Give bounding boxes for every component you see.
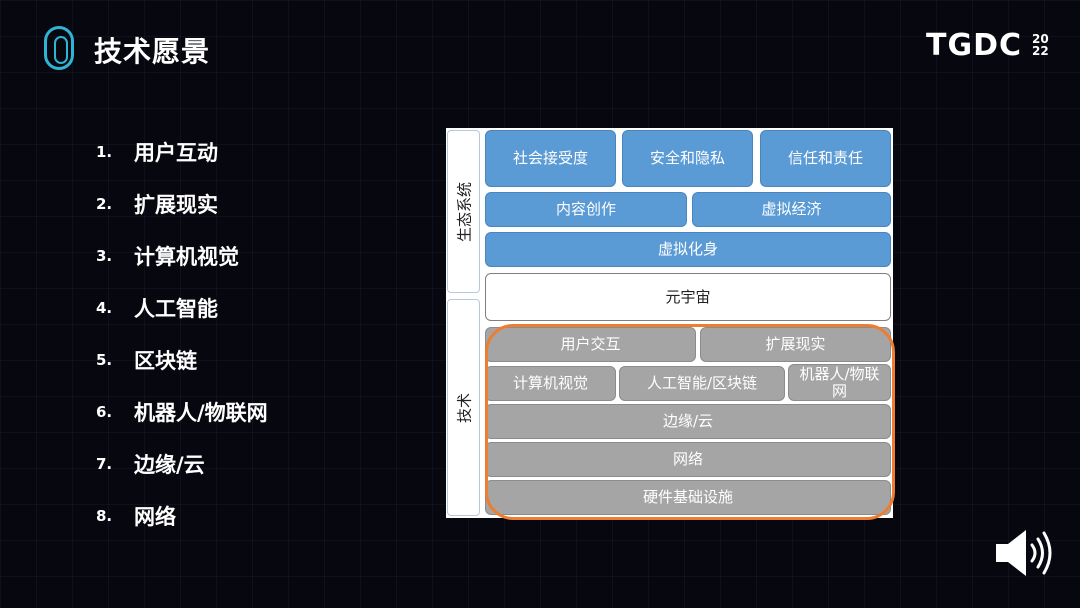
list-item: 7. 边缘/云 bbox=[96, 438, 268, 490]
eco-trust-responsibility: 信任和责任 bbox=[760, 130, 891, 187]
eco-security-privacy: 安全和隐私 bbox=[622, 130, 753, 187]
ecosystem-label: 生态系统 bbox=[455, 181, 473, 242]
brand-name: TGDC bbox=[926, 28, 1023, 63]
list-item-number: 5. bbox=[96, 351, 113, 369]
tech-user-interaction: 用户交互 bbox=[485, 327, 696, 362]
tech-ai-blockchain: 人工智能/区块链 bbox=[619, 366, 785, 401]
list-item: 6. 机器人/物联网 bbox=[96, 386, 268, 438]
list-item-label: 网络 bbox=[134, 505, 176, 529]
list-item: 2. 扩展现实 bbox=[96, 178, 268, 230]
list-item-label: 用户互动 bbox=[134, 141, 218, 165]
tech-extended-reality: 扩展现实 bbox=[700, 327, 891, 362]
list-item: 5. 区块链 bbox=[96, 334, 268, 386]
list-item-number: 2. bbox=[96, 195, 113, 213]
list-item-number: 7. bbox=[96, 455, 113, 473]
eco-content-creation: 内容创作 bbox=[485, 192, 687, 227]
list-item: 8. 网络 bbox=[96, 490, 268, 542]
list-item-label: 扩展现实 bbox=[134, 193, 218, 217]
tech-side-label: 技术 bbox=[447, 299, 480, 516]
list-item-number: 8. bbox=[96, 507, 113, 525]
metaverse-diagram: 生态系统 技术 社会接受度 安全和隐私 信任和责任 内容创作 虚拟经济 虚拟化身… bbox=[446, 128, 895, 520]
tech-edge-cloud: 边缘/云 bbox=[485, 404, 891, 439]
list-item-number: 6. bbox=[96, 403, 113, 421]
vision-list: 1. 用户互动 2. 扩展现实 3. 计算机视觉 4. 人工智能 5. 区块链 6. 机器人… bbox=[96, 126, 268, 542]
list-item-number: 3. bbox=[96, 247, 113, 265]
eco-virtual-economy: 虚拟经济 bbox=[692, 192, 891, 227]
tech-network: 网络 bbox=[485, 442, 891, 477]
page-title: 技术愿景 bbox=[94, 35, 211, 68]
list-item-label: 区块链 bbox=[134, 349, 197, 373]
list-item: 3. 计算机视觉 bbox=[96, 230, 268, 282]
ecosystem-side-label: 生态系统 bbox=[447, 130, 480, 293]
list-item-label: 机器人/物联网 bbox=[134, 401, 268, 425]
list-item-number: 1. bbox=[96, 143, 113, 161]
eco-avatar: 虚拟化身 bbox=[485, 232, 891, 267]
eco-social-acceptance: 社会接受度 bbox=[485, 130, 616, 187]
brand-year: 20 22 bbox=[1032, 33, 1056, 57]
list-item: 4. 人工智能 bbox=[96, 282, 268, 334]
tech-label: 技术 bbox=[455, 392, 473, 423]
list-item-label: 人工智能 bbox=[134, 297, 218, 321]
metaverse-box: 元宇宙 bbox=[485, 273, 891, 321]
tech-hardware-infrastructure: 硬件基础设施 bbox=[485, 480, 891, 515]
brand-year-bottom: 22 bbox=[1032, 44, 1049, 58]
tech-computer-vision: 计算机视觉 bbox=[485, 366, 616, 401]
list-item-label: 计算机视觉 bbox=[134, 245, 239, 269]
list-item: 1. 用户互动 bbox=[96, 126, 268, 178]
brand-year-top: 20 bbox=[1032, 32, 1049, 46]
speaker-icon[interactable] bbox=[994, 527, 1056, 579]
tech-robotics-iot: 机器人/物联网 bbox=[788, 364, 891, 401]
list-item-label: 边缘/云 bbox=[134, 453, 205, 477]
tgdc-logo-icon bbox=[44, 26, 74, 70]
list-item-number: 4. bbox=[96, 299, 113, 317]
